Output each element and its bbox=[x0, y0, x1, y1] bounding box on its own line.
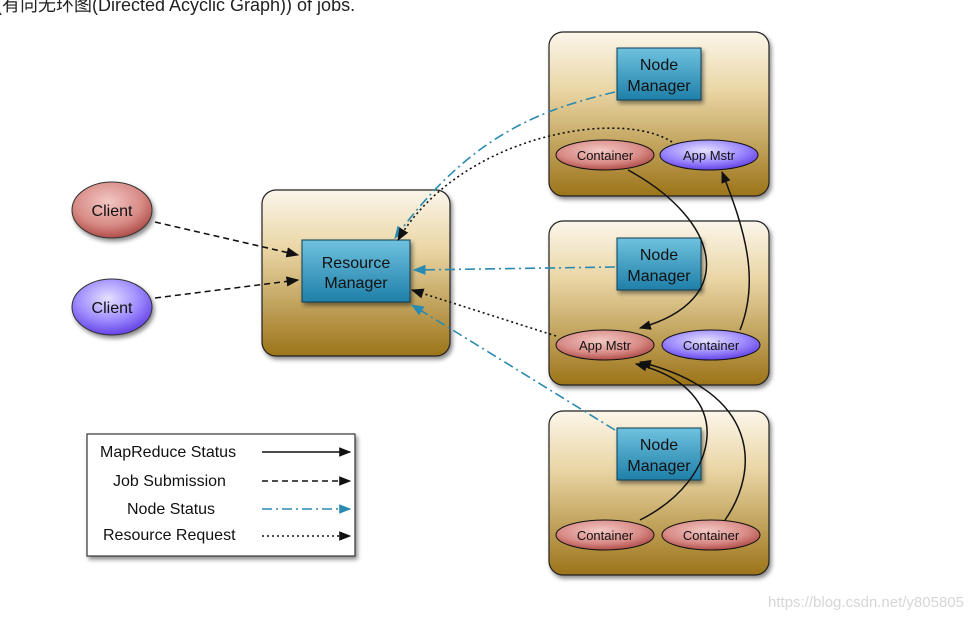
resource-manager-panel: Resource Manager bbox=[261, 189, 451, 357]
node-manager-3-label-line1: Node bbox=[640, 437, 678, 454]
node-1-app-master-label: App Mstr bbox=[683, 148, 736, 163]
client-1: Client bbox=[71, 181, 153, 239]
node-status-arrow-2 bbox=[412, 264, 616, 275]
node-1-container-label: Container bbox=[577, 148, 634, 163]
node-1-panel: Node Manager Container App Mstr bbox=[548, 31, 770, 197]
client-2: Client bbox=[71, 278, 153, 336]
node-manager-3-label-line2: Manager bbox=[627, 458, 691, 475]
node-3-panel: Node Manager Container Container bbox=[548, 410, 770, 576]
node-1-container-oval bbox=[555, 139, 655, 171]
node-manager-box-3 bbox=[616, 427, 702, 481]
resource-manager-label-line2: Manager bbox=[324, 275, 388, 292]
node-manager-1-label-line2: Manager bbox=[627, 78, 691, 95]
node-manager-2-label-line1: Node bbox=[640, 247, 678, 264]
client-2-label: Client bbox=[92, 300, 133, 317]
node-3-container-oval-left bbox=[555, 519, 655, 551]
node-3-container-oval-right bbox=[661, 519, 761, 551]
resource-manager-box bbox=[301, 239, 411, 303]
mapreduce-status-arrow-2 bbox=[721, 170, 751, 331]
node-2-container-oval bbox=[661, 329, 761, 361]
legend-label-node-status: Node Status bbox=[127, 501, 215, 518]
node-3-container-right-label: Container bbox=[683, 528, 740, 543]
legend-label-job-submission: Job Submission bbox=[113, 473, 226, 490]
resource-request-arrow-2 bbox=[410, 288, 557, 337]
node-manager-2-label-line2: Manager bbox=[627, 268, 691, 285]
mapreduce-status-arrow-1 bbox=[627, 169, 708, 330]
resource-request-arrow-1 bbox=[397, 127, 673, 242]
intro-text-fragment: (有向无环图(Directed Acyclic Graph)) of jobs. bbox=[0, 0, 356, 15]
node-2-container-label: Container bbox=[683, 338, 740, 353]
node-2-app-master-label: App Mstr bbox=[579, 338, 632, 353]
mapreduce-status-arrow-3 bbox=[634, 361, 708, 521]
node-2-panel: Node Manager App Mstr Container bbox=[548, 220, 770, 386]
legend: MapReduce Status Job Submission Node Sta… bbox=[86, 433, 356, 557]
legend-label-resource-request: Resource Request bbox=[103, 527, 236, 544]
mapreduce-status-arrow-4 bbox=[638, 359, 746, 521]
node-1-app-master-oval bbox=[659, 139, 759, 171]
job-submission-arrow-client-2 bbox=[154, 276, 300, 299]
node-2-app-master-oval bbox=[555, 329, 655, 361]
node-3-container-left-label: Container bbox=[577, 528, 634, 543]
node-status-arrow-1 bbox=[394, 91, 616, 240]
node-manager-box-1 bbox=[616, 47, 702, 101]
job-submission-arrow-client-1 bbox=[154, 221, 300, 258]
node-manager-1-label-line1: Node bbox=[640, 57, 678, 74]
client-1-label: Client bbox=[92, 203, 133, 220]
node-manager-box-2 bbox=[616, 237, 702, 291]
resource-manager-label-line1: Resource bbox=[322, 255, 391, 272]
watermark-text: https://blog.csdn.net/y805805 bbox=[768, 594, 964, 611]
legend-label-mapreduce-status: MapReduce Status bbox=[100, 444, 236, 461]
